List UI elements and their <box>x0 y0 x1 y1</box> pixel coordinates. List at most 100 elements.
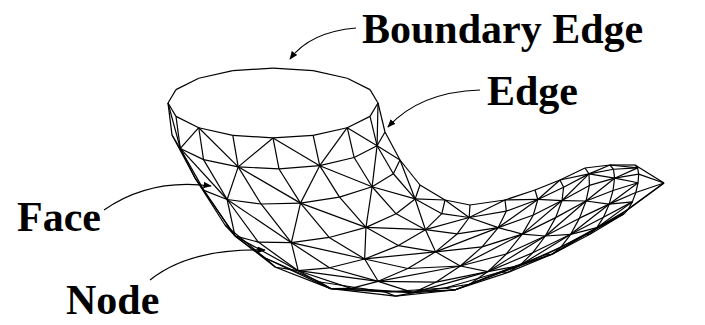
mesh-edge <box>238 167 279 169</box>
mesh-edge <box>320 166 340 197</box>
mesh-edge <box>505 190 535 200</box>
mesh-edge <box>560 180 564 187</box>
part-label: Edge <box>487 70 578 112</box>
mesh-edge <box>227 199 258 242</box>
mesh-edge <box>505 199 538 201</box>
mesh-edge <box>597 214 624 228</box>
mesh-edge <box>180 128 198 149</box>
mesh-edge <box>562 174 589 201</box>
mesh-edge <box>457 228 498 234</box>
mesh-edge <box>233 135 273 138</box>
leader-line <box>290 28 356 59</box>
mesh-edge <box>436 228 499 252</box>
mesh-edge <box>460 266 488 272</box>
mesh-edge <box>420 185 445 200</box>
mesh-edge <box>168 103 172 135</box>
mesh-edge <box>538 180 560 199</box>
mesh-edge <box>199 71 233 79</box>
mesh-edge <box>372 187 415 199</box>
mesh-edge <box>615 168 638 178</box>
mesh-edge <box>195 178 235 236</box>
mesh-edge <box>372 187 396 214</box>
mesh-edge <box>354 158 372 187</box>
mesh-edge <box>366 187 372 228</box>
mesh-edge <box>520 234 571 265</box>
mesh-edge <box>235 236 298 271</box>
mesh-edge <box>329 227 366 237</box>
mesh-edge <box>589 174 615 178</box>
mesh-fill <box>168 68 664 292</box>
mesh-edge <box>258 242 291 244</box>
mesh-edge <box>586 201 609 204</box>
mesh-edge <box>378 268 408 281</box>
mesh-edge <box>498 199 538 227</box>
part-label: Boundary Edge <box>362 8 643 50</box>
mesh-edge <box>610 165 638 168</box>
mesh-edge <box>261 204 291 243</box>
mesh-edge <box>261 203 300 205</box>
mesh-edge <box>298 271 378 282</box>
mesh-edge <box>538 199 562 200</box>
mesh-edge <box>235 236 265 258</box>
mesh-edge <box>635 165 664 183</box>
mesh-edge <box>560 174 589 180</box>
mesh-edge <box>609 183 638 204</box>
mesh-edge <box>637 174 639 183</box>
mesh-edge <box>273 138 320 166</box>
mesh-edge <box>562 200 586 202</box>
mesh-edge <box>199 128 233 136</box>
mesh-edge <box>180 148 195 178</box>
mesh-edge <box>585 214 624 235</box>
mesh-edge <box>505 200 506 211</box>
mesh-edge <box>613 183 638 191</box>
part-label: Node <box>66 279 159 321</box>
mesh-edge <box>279 169 300 203</box>
mesh-edge <box>586 190 613 201</box>
mesh-edge <box>370 90 378 103</box>
mesh-edge <box>506 236 545 254</box>
mesh-edge <box>291 243 298 271</box>
mesh-edge <box>535 180 560 190</box>
mesh-edge <box>415 199 425 230</box>
mesh-edge <box>442 200 445 214</box>
mesh-edge <box>366 214 396 228</box>
mesh-edge <box>238 167 300 203</box>
mesh-edge <box>365 259 408 269</box>
mesh-edge <box>233 68 273 71</box>
mesh-edge <box>589 165 610 174</box>
mesh-edge <box>365 259 378 281</box>
mesh-edge <box>560 168 585 180</box>
mesh-edge <box>500 254 552 272</box>
mesh-edge <box>400 160 420 185</box>
mesh-edge <box>556 201 586 218</box>
mesh-edge <box>300 166 319 203</box>
mesh-edge <box>227 199 291 242</box>
mesh-edge <box>508 254 552 272</box>
mesh-edge <box>176 116 199 127</box>
mesh-edge <box>291 243 364 259</box>
mesh-edge <box>506 199 538 211</box>
mesh-edge <box>377 146 400 160</box>
mesh-edge <box>590 214 623 234</box>
mesh-edge <box>313 71 347 79</box>
mesh-edge <box>204 160 228 200</box>
mesh-edge <box>378 103 385 132</box>
leader-line <box>388 90 480 127</box>
mesh-edge <box>588 174 590 186</box>
mesh-edge <box>597 202 632 228</box>
leader-line <box>150 250 265 280</box>
mesh-edge <box>300 197 339 203</box>
mesh-edge <box>535 190 538 199</box>
mesh-edge <box>347 128 377 146</box>
mesh-edge <box>339 187 372 197</box>
mesh-edge <box>204 160 239 167</box>
leader-lines <box>104 28 480 280</box>
mesh-edge <box>354 146 377 158</box>
mesh-edge <box>469 205 471 217</box>
part-label: Face <box>17 196 101 238</box>
mesh-edge <box>291 237 329 242</box>
mesh-edge <box>329 259 364 268</box>
mesh-edge <box>398 230 425 246</box>
mesh-edge <box>291 203 300 243</box>
mesh-edge <box>396 199 415 214</box>
